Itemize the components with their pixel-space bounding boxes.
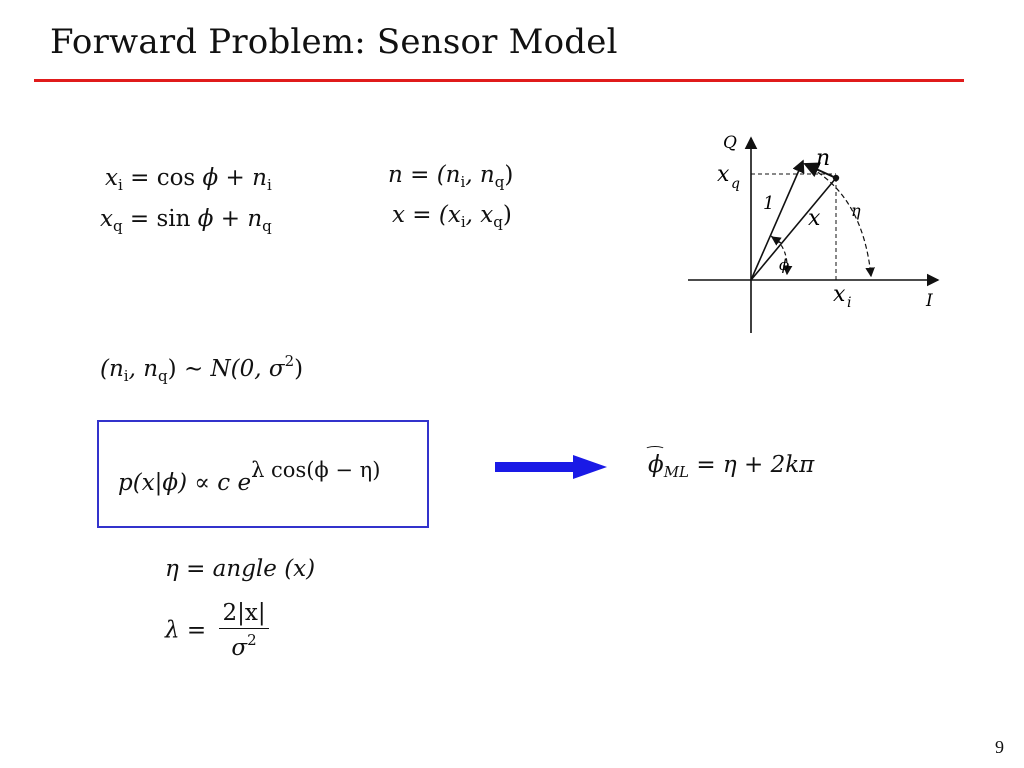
label-eta: η — [851, 201, 861, 220]
eq-noise-a: (n — [100, 356, 124, 382]
eq-xi-rhs-b: ϕ + n — [202, 165, 267, 191]
equation-n-def: n = (ni, nq) — [388, 162, 513, 191]
label-phi: ϕ — [779, 256, 789, 274]
equation-likelihood: p(x|ϕ) ∝ c eλ cos(ϕ − η) — [118, 458, 380, 496]
lambda-den-sigma: σ — [231, 635, 248, 661]
eq-noise-b: , n — [128, 356, 159, 382]
label-i-axis: I — [925, 291, 933, 311]
eq-ml-hat: ϕ — [645, 446, 665, 478]
slide-title: Forward Problem: Sensor Model — [50, 22, 618, 62]
eq-x-b: , x — [465, 202, 494, 228]
eq-x-sub1: i — [460, 213, 466, 231]
eq-noise-sub2: q — [158, 367, 168, 385]
equation-ml-estimate: ϕML = η + 2kπ — [645, 446, 815, 481]
label-xq-sub: q — [731, 176, 740, 192]
eq-xq-rhs-sub: q — [262, 217, 272, 235]
lambda-den-sup: 2 — [247, 631, 257, 649]
equation-eta: η = angle (x) — [165, 556, 315, 582]
x-point — [832, 174, 840, 182]
equation-x-def: x = (xi, xq) — [392, 202, 512, 231]
eq-likelihood-sup: λ cos(ϕ − η) — [251, 458, 381, 482]
eq-xi-sub: i — [117, 176, 123, 194]
eq-n-sub2: q — [494, 173, 505, 191]
eq-n-a: n = (n — [388, 162, 461, 188]
lambda-numerator: 2|x| — [219, 600, 269, 629]
eq-x-sub2: q — [493, 213, 503, 231]
eq-xi-rhs-sub: i — [266, 176, 272, 194]
noise-vector — [803, 162, 837, 179]
lambda-denominator: σ2 — [219, 629, 268, 661]
equation-noise: (ni, nq) ∼ N(0, σ2) — [100, 352, 303, 385]
right-arrow-icon — [495, 455, 607, 479]
label-q-axis: Q — [723, 133, 737, 153]
eq-noise-c: ) ∼ — [167, 356, 211, 382]
eq-xq-sub: q — [112, 217, 123, 235]
likelihood-box — [97, 420, 429, 528]
eq-xq-lhs: x — [100, 206, 113, 232]
eq-n-b: , n — [465, 162, 495, 188]
equation-lambda: λ = 2|x|σ2 — [165, 600, 269, 661]
label-n: n — [816, 146, 830, 171]
eq-ml-rhs: = η + 2kπ — [689, 452, 815, 478]
page-number: 9 — [995, 737, 1004, 757]
eq-noise-e: ) — [294, 356, 304, 382]
eq-xi-rhs-a: = cos — [122, 165, 203, 191]
eq-ml-sub: ML — [663, 463, 690, 481]
eq-noise-sub1: i — [123, 367, 129, 385]
eq-eta: η = angle (x) — [165, 556, 316, 582]
equation-xi: xi = cos ϕ + ni — [105, 165, 272, 194]
equation-xq: xq = sin ϕ + nq — [100, 206, 272, 235]
eq-x-c: ) — [502, 202, 512, 228]
phi-arc-start-arrow — [771, 236, 782, 246]
eq-likelihood-a: p(x|ϕ) ∝ c e — [118, 470, 252, 496]
unit-vector — [750, 159, 805, 281]
eq-n-c: ) — [504, 162, 514, 188]
eq-xq-rhs-a: = sin — [122, 206, 198, 232]
eq-lambda-lhs: λ = — [165, 617, 214, 644]
label-xq: x — [717, 162, 730, 187]
x-vector — [750, 177, 837, 281]
eta-arc — [810, 167, 875, 278]
eq-noise-d: (0, σ — [230, 356, 285, 382]
iq-phasor-diagram: Q I x q x i n 1 x η ϕ — [688, 133, 940, 333]
eq-xi-lhs: x — [105, 165, 118, 191]
eq-noise-normal: N — [210, 356, 231, 382]
eq-n-sub1: i — [460, 173, 466, 191]
lambda-fraction: 2|x|σ2 — [219, 600, 269, 661]
label-x: x — [808, 206, 821, 231]
label-xi: x — [833, 282, 846, 307]
title-rule — [34, 79, 964, 82]
eq-noise-sup: 2 — [284, 352, 295, 370]
eq-x-a: x = (x — [392, 202, 461, 228]
label-xi-sub: i — [847, 295, 851, 311]
eq-xq-rhs-b: ϕ + n — [197, 206, 263, 232]
label-one: 1 — [763, 193, 774, 214]
